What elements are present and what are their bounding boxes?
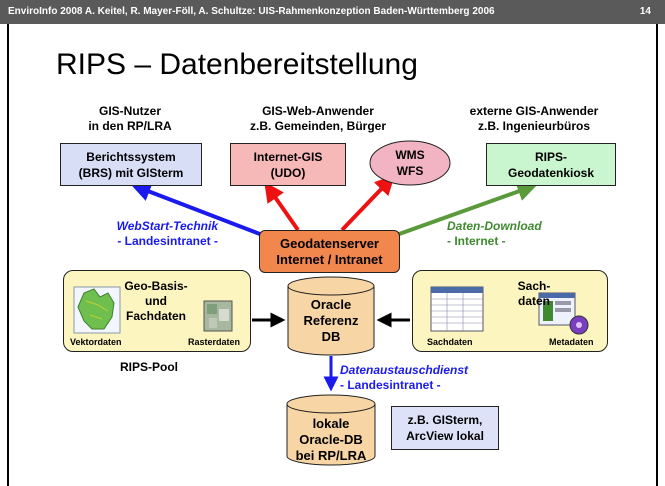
header-gis-user-line1: GIS-Nutzer bbox=[98, 104, 161, 118]
header-gis-ext-line2: z.B. Ingenieurbüros bbox=[477, 119, 590, 133]
header-gis-web: GIS-Web-Anwender z.B. Gemeinden, Bürger bbox=[230, 104, 406, 134]
wms-line: WMS bbox=[395, 148, 425, 162]
webstart-line1: WebStart-Technik bbox=[116, 219, 218, 233]
server-line1: Geodatenserver bbox=[280, 235, 379, 251]
arrow-webstart bbox=[130, 182, 266, 238]
gisterm-local-box: z.B. GISterm, ArcView lokal bbox=[391, 406, 499, 450]
brs-line1: Berichtssystem bbox=[86, 149, 176, 164]
kiosk-line2: Geodatenkiosk bbox=[507, 165, 595, 180]
local-oracle-line2: Oracle-DB bbox=[299, 432, 363, 447]
slide-frame bbox=[7, 24, 658, 486]
gisterm-local-line2: ArcView lokal bbox=[406, 429, 484, 443]
webstart-line2: - Landesintranet - bbox=[117, 234, 218, 248]
oracle-ref-cylinder bbox=[287, 276, 375, 356]
internet-gis-line1: Internet-GIS bbox=[253, 149, 323, 164]
slide-title: RIPS – Datenbereitstellung bbox=[56, 48, 418, 81]
header-gis-user: GIS-Nutzer in den RP/LRA bbox=[60, 104, 200, 134]
local-oracle-cylinder bbox=[286, 394, 376, 466]
arrow-internet-gis bbox=[264, 181, 300, 232]
austausch-line2: - Landesintranet - bbox=[340, 378, 441, 392]
geo-pool-title: Geo-Basis- und Fachdaten bbox=[116, 279, 196, 324]
page-number: 14 bbox=[639, 6, 651, 17]
webstart-label: WebStart-Technik - Landesintranet - bbox=[86, 219, 218, 249]
kiosk-line1: RIPS- bbox=[534, 149, 567, 164]
brs-box: Berichtssystem (BRS) mit GISterm bbox=[60, 143, 202, 186]
geo-title-line1: Geo-Basis- bbox=[124, 279, 188, 293]
sach-title-line2: daten bbox=[517, 294, 550, 308]
download-label: Daten-Download - Internet - bbox=[447, 219, 542, 249]
rasterdaten-caption: Rasterdaten bbox=[188, 337, 241, 347]
header-gis-ext-line1: externe GIS-Anwender bbox=[469, 104, 599, 118]
sach-title-line1: Sach- bbox=[517, 279, 551, 293]
download-line1: Daten-Download bbox=[447, 219, 542, 233]
local-oracle-label: lokale Oracle-DB bei RP/LRA bbox=[287, 416, 375, 464]
local-oracle-line3: bei RP/LRA bbox=[295, 448, 367, 463]
header-gis-ext: externe GIS-Anwender z.B. Ingenieurbüros bbox=[454, 104, 614, 134]
header-gis-web-line2: z.B. Gemeinden, Bürger bbox=[249, 119, 387, 133]
oracle-ref-label: Oracle Referenz DB bbox=[288, 297, 374, 345]
austausch-line1: Datenaustauschdienst bbox=[340, 363, 469, 377]
sach-pool-title: Sach- daten bbox=[509, 279, 559, 309]
sach-pool: Sach- daten Sachdaten Metadaten bbox=[412, 270, 608, 352]
internet-gis-line2: (UDO) bbox=[270, 165, 306, 180]
header-gis-web-line1: GIS-Web-Anwender bbox=[262, 104, 374, 118]
vektordaten-caption: Vektordaten bbox=[70, 337, 122, 347]
gisterm-local-line1: z.B. GISterm, bbox=[407, 413, 483, 427]
brs-line2: (BRS) mit GISterm bbox=[78, 165, 184, 180]
metadaten-caption: Metadaten bbox=[549, 337, 594, 347]
header-citation: EnviroInfo 2008 A. Keitel, R. Mayer-Föll… bbox=[8, 6, 495, 17]
sach-pool-images bbox=[430, 286, 589, 335]
wms-ellipse bbox=[369, 140, 451, 186]
header-gis-user-line2: in den RP/LRA bbox=[88, 119, 172, 133]
geo-pool: Geo-Basis- und Fachdaten Vektordaten Ras… bbox=[63, 270, 251, 352]
geo-title-line3: Fachdaten bbox=[125, 309, 186, 323]
internet-gis-box: Internet-GIS (UDO) bbox=[230, 143, 346, 186]
geo-title-line2: und bbox=[145, 294, 167, 308]
wfs-line: WFS bbox=[396, 164, 424, 178]
geodatenserver-box: Geodatenserver Internet / Intranet bbox=[259, 230, 400, 273]
oracle-ref-line2: Referenz bbox=[303, 313, 359, 328]
geo-pool-images bbox=[73, 286, 233, 334]
oracle-ref-line1: Oracle bbox=[310, 297, 352, 312]
arrow-wms bbox=[340, 174, 395, 232]
austausch-label: Datenaustauschdienst - Landesintranet - bbox=[340, 363, 468, 393]
rips-pool-label: RIPS-Pool bbox=[120, 360, 179, 374]
server-line2: Internet / Intranet bbox=[276, 251, 383, 267]
local-oracle-line1: lokale bbox=[312, 416, 350, 431]
oracle-ref-line3: DB bbox=[321, 329, 341, 344]
sachdaten-caption: Sachdaten bbox=[427, 337, 473, 347]
arrow-download bbox=[387, 181, 538, 240]
slide-header-bar: EnviroInfo 2008 A. Keitel, R. Mayer-Föll… bbox=[0, 0, 665, 24]
wms-wfs-label: WMS WFS bbox=[370, 141, 450, 185]
kiosk-box: RIPS- Geodatenkiosk bbox=[486, 143, 616, 186]
download-line2: - Internet - bbox=[447, 234, 506, 248]
